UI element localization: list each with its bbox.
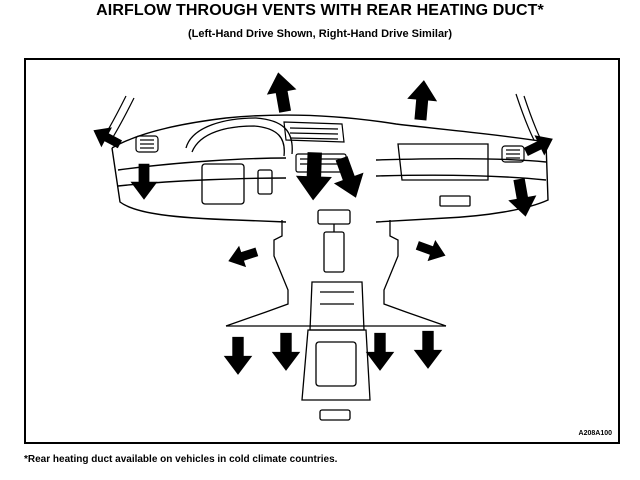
arrow-side-window-right: [520, 128, 558, 163]
arrow-defrost-right: [405, 78, 439, 122]
glove-box: [397, 143, 489, 207]
vent-right-side: [501, 145, 525, 163]
arrow-rear-duct-3: [365, 332, 395, 371]
figure-id-label: A208A100: [578, 430, 612, 437]
diagram-frame: A208A100: [24, 58, 620, 444]
a-pillar-right: [515, 93, 543, 143]
arrow-foot-right: [413, 234, 450, 267]
arrow-foot-left: [224, 241, 261, 272]
footnote: *Rear heating duct available on vehicles…: [24, 454, 338, 465]
arrow-face-left: [130, 163, 158, 200]
page-subtitle: (Left-Hand Drive Shown, Right-Hand Drive…: [187, 28, 453, 40]
page-title: AIRFLOW THROUGH VENTS WITH REAR HEATING …: [96, 2, 544, 19]
airflow-diagram: [88, 69, 558, 421]
arrow-rear-duct-4: [413, 330, 443, 369]
arrow-rear-duct-2: [271, 332, 301, 371]
vent-center: [283, 121, 347, 173]
arrow-defrost-left: [263, 69, 300, 115]
vent-left-side: [135, 135, 159, 153]
instrument-cluster: [185, 117, 293, 205]
arrow-face-right: [504, 176, 540, 220]
center-console: [225, 209, 447, 421]
arrow-rear-duct-1: [223, 336, 253, 375]
dashboard: [111, 114, 549, 223]
arrow-face-center-right: [326, 152, 371, 204]
